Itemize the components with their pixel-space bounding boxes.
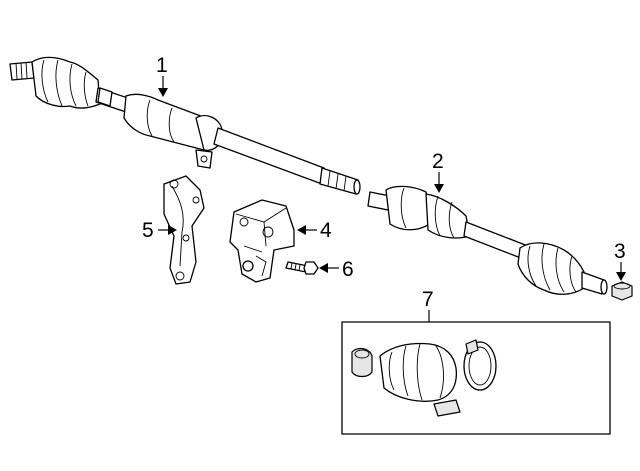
callout-label-3: 3 bbox=[614, 240, 626, 263]
part-1-half-shaft bbox=[9, 56, 361, 195]
callout-label-1: 1 bbox=[156, 54, 168, 77]
callout-arrow-2 bbox=[434, 184, 444, 193]
part-3-hub-nut bbox=[611, 281, 633, 301]
part-2-half-shaft bbox=[367, 185, 608, 295]
callout-7: 7 bbox=[422, 288, 434, 322]
part-7-boot-kit bbox=[341, 321, 611, 435]
callout-1: 1 bbox=[156, 54, 168, 97]
callout-arrow-3 bbox=[616, 272, 626, 281]
callout-arrow-4 bbox=[297, 225, 306, 235]
callout-label-4: 4 bbox=[320, 219, 332, 242]
callout-4: 4 bbox=[297, 219, 332, 242]
callout-arrow-5 bbox=[168, 225, 177, 235]
callout-label-2: 2 bbox=[432, 150, 444, 173]
part-4-bracket bbox=[229, 199, 295, 283]
callout-2: 2 bbox=[432, 150, 444, 193]
callout-label-5: 5 bbox=[142, 219, 154, 242]
part-5-bracket-plate bbox=[163, 175, 205, 285]
callout-label-6: 6 bbox=[342, 258, 354, 281]
callout-arrow-6 bbox=[319, 263, 328, 273]
callout-3: 3 bbox=[614, 240, 626, 281]
callout-6: 6 bbox=[319, 258, 354, 281]
callout-label-7: 7 bbox=[422, 288, 434, 311]
callout-arrow-1 bbox=[158, 88, 168, 97]
part-6-bolt bbox=[285, 261, 319, 275]
callout-5: 5 bbox=[142, 219, 177, 242]
